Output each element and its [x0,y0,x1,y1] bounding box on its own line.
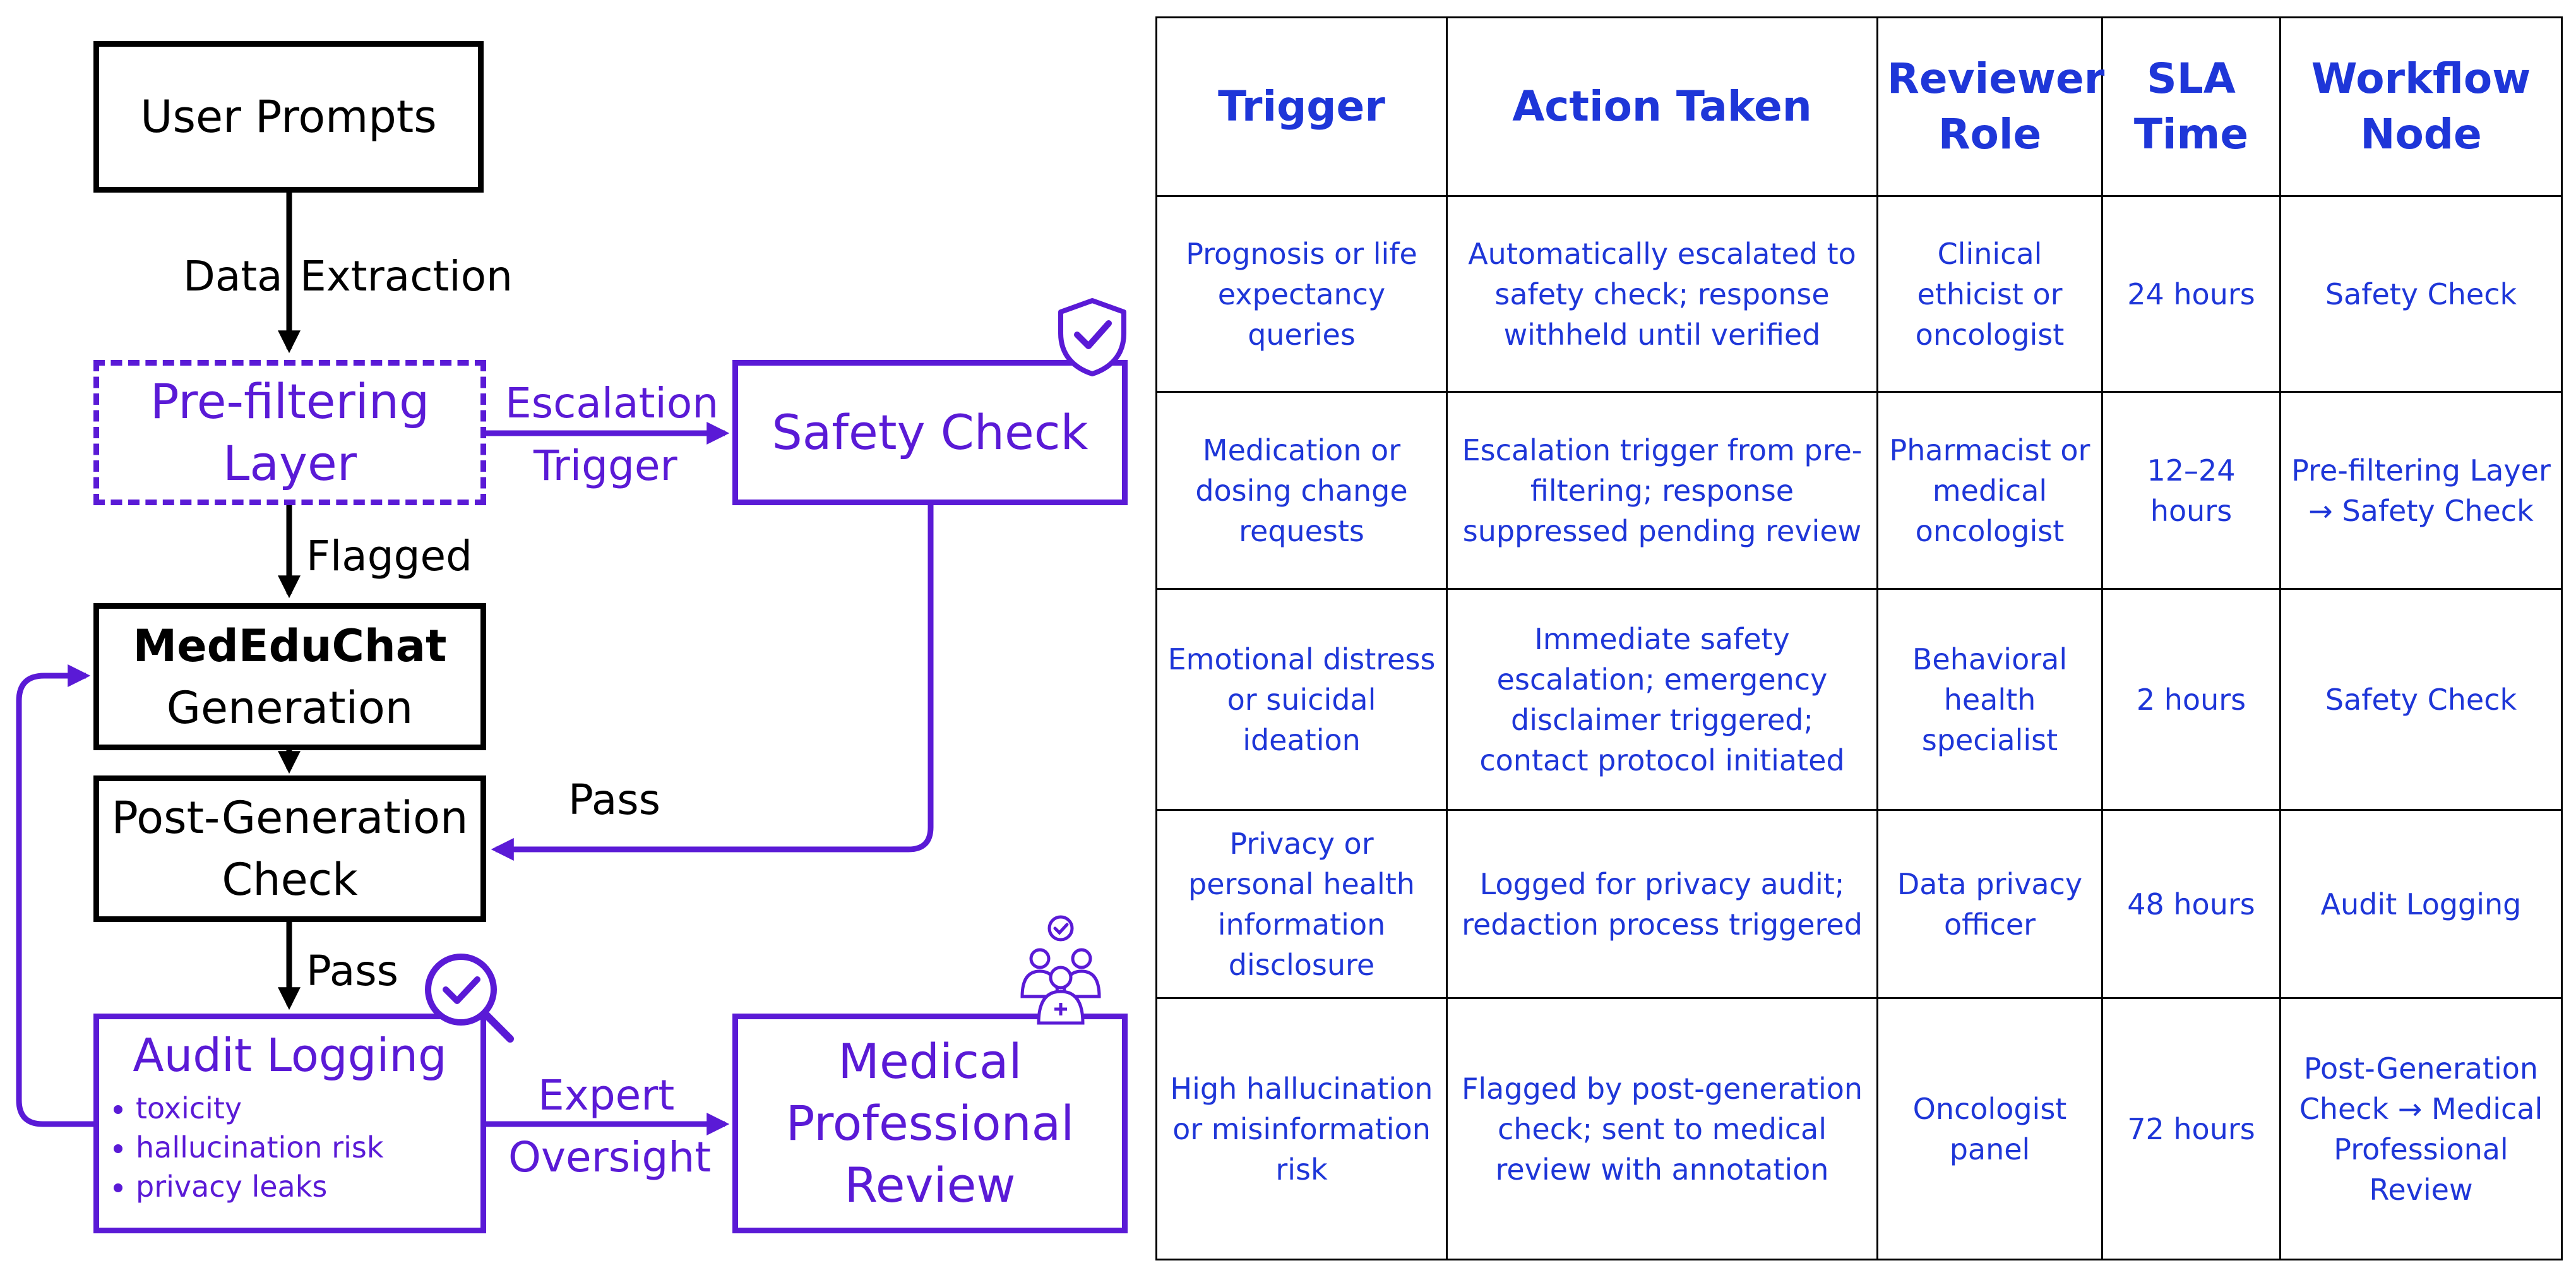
cell-trigger: Medication or dosing change requests [1155,391,1448,590]
edge-label-trigger: Trigger [534,441,677,490]
node-postgen-label-2: Check [222,854,358,906]
edge-label-extraction: Extraction [300,252,513,301]
magnifier-check-icon [425,954,514,1043]
node-post-generation-check: Post-Generation Check [93,775,486,922]
cell-action: Flagged by post-generation check; sent t… [1446,997,1878,1260]
cell-workflow-node: Post-Generation Check → Medical Professi… [2279,997,2563,1260]
audit-item-hallucination: hallucination risk [136,1128,384,1167]
header-trigger: Trigger [1155,16,1448,197]
cell-action: Immediate safety escalation; emergency d… [1446,588,1878,811]
header-workflow-node: Workflow Node [2279,16,2563,197]
node-prefiltering-label-1: Pre-filtering [150,373,430,429]
cell-reviewer: Behavioral health specialist [1876,588,2103,811]
edge-safety-postgen [491,505,934,861]
node-medical-professional-review: Medical Professional Review [732,1014,1128,1233]
cell-trigger: Prognosis or life expectancy queries [1155,195,1448,393]
edge-label-escalation: Escalation [505,379,719,428]
table-row: Prognosis or life expectancy queries Aut… [1155,195,2563,393]
escalation-table: Trigger Action Taken Reviewer Role SLA T… [1155,16,2563,1260]
audit-item-toxicity: toxicity [136,1089,384,1128]
node-audit-logging-label: Audit Logging [133,1029,447,1082]
node-prefiltering-layer: Pre-filtering Layer [93,360,486,505]
cell-sla: 24 hours [2101,195,2281,393]
cell-sla: 72 hours [2101,997,2281,1260]
cell-reviewer: Clinical ethicist or oncologist [1876,195,2103,393]
header-action-taken: Action Taken [1446,16,1878,197]
cell-workflow-node: Safety Check [2279,588,2563,811]
cell-trigger: Emotional distress or suicidal ideation [1155,588,1448,811]
audit-criteria-list: toxicity hallucination risk privacy leak… [99,1089,384,1206]
cell-trigger: High hallucination or misinformation ris… [1155,997,1448,1260]
node-user-prompts-label: User Prompts [140,91,437,143]
cell-reviewer: Pharmacist or medical oncologist [1876,391,2103,590]
node-generation-label-2: Generation [166,681,414,734]
shield-check-icon [1058,298,1126,376]
cell-reviewer: Oncologist panel [1876,997,2103,1260]
cell-reviewer: Data privacy officer [1876,809,2103,999]
node-safety-check: Safety Check [732,360,1128,505]
cell-sla: 12–24 hours [2101,391,2281,590]
edge-label-flagged: Flagged [306,532,473,580]
node-audit-logging: Audit Logging toxicity hallucination ris… [93,1014,486,1233]
edge-label-expert: Expert [538,1071,675,1120]
header-sla-time: SLA Time [2101,16,2281,197]
cell-workflow-node: Pre-filtering Layer → Safety Check [2279,391,2563,590]
node-postgen-label-1: Post-Generation [111,792,468,844]
cell-action: Escalation trigger from pre-filtering; r… [1446,391,1878,590]
node-review-label-3: Review [844,1157,1016,1213]
table-row: Medication or dosing change requests Esc… [1155,391,2563,590]
medical-team-icon [1020,915,1101,1025]
node-user-prompts: User Prompts [93,41,484,193]
table-row: Privacy or personal health information d… [1155,809,2563,999]
cell-sla: 48 hours [2101,809,2281,999]
edge-audit-generation-loop [16,664,93,1127]
cell-workflow-node: Safety Check [2279,195,2563,393]
table-row: Emotional distress or suicidal ideation … [1155,588,2563,811]
cell-action: Logged for privacy audit; redaction proc… [1446,809,1878,999]
cell-workflow-node: Audit Logging [2279,809,2563,999]
cell-sla: 2 hours [2101,588,2281,811]
header-reviewer-role: Reviewer Role [1876,16,2104,197]
node-prefiltering-label-2: Layer [223,435,357,491]
workflow-diagram: User Prompts Pre-filtering Layer Safety … [0,0,1136,1275]
node-review-label-2: Professional [785,1095,1075,1151]
audit-item-privacy: privacy leaks [136,1167,384,1206]
edge-label-oversight: Oversight [508,1133,712,1182]
edge-label-data: Data [183,252,283,301]
table-header-row: Trigger Action Taken Reviewer Role SLA T… [1155,16,2563,197]
node-safety-check-label: Safety Check [772,404,1088,460]
cell-trigger: Privacy or personal health information d… [1155,809,1448,999]
node-review-label-1: Medical [838,1033,1022,1089]
node-generation-label-1: MedEduChat [133,620,447,672]
edge-label-pass-safety: Pass [568,775,661,824]
connector-layer [16,193,934,1135]
edge-label-pass-postgen: Pass [306,947,399,995]
node-meduchat-generation: MedEduChat Generation [93,603,486,750]
table-row: High hallucination or misinformation ris… [1155,997,2563,1260]
cell-action: Automatically escalated to safety check;… [1446,195,1878,393]
